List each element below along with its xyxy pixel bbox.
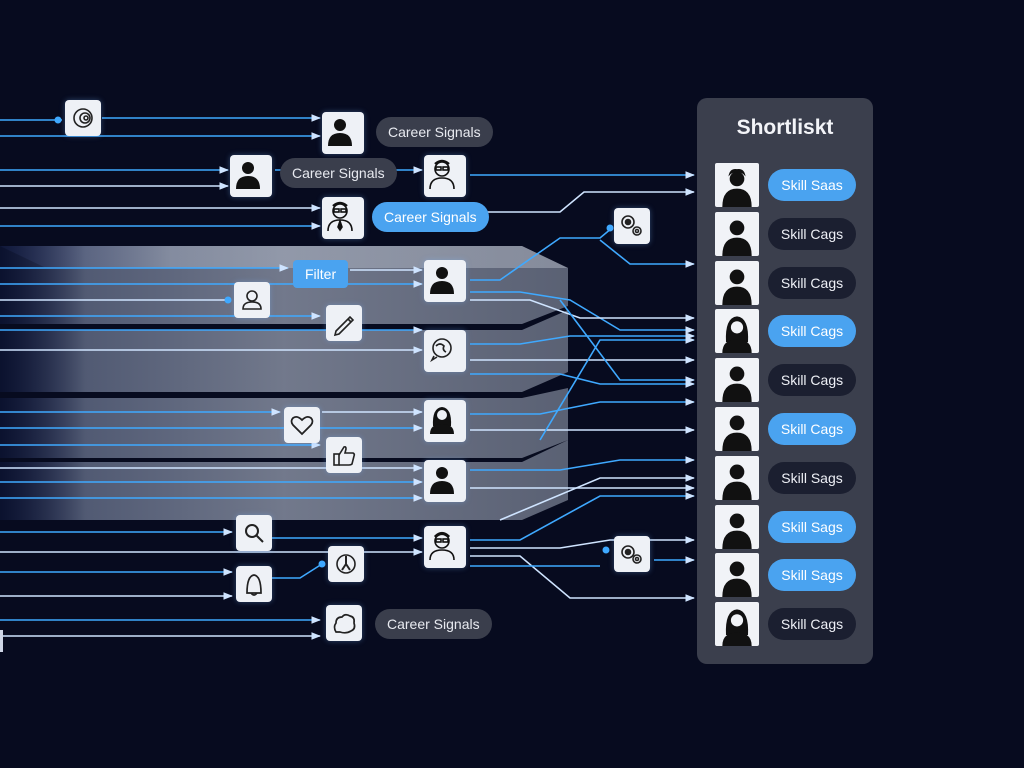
gear-settings-icon[interactable] [614,208,650,244]
man-glasses-icon[interactable] [424,155,466,197]
skill-badge[interactable]: Skill Sags [768,461,856,494]
flow-line [470,456,695,471]
person-icon[interactable] [230,155,272,197]
search-icon[interactable] [236,515,272,551]
person-long-hair-icon [715,602,759,647]
junction-dot [318,560,326,568]
person-icon [715,358,759,403]
shortlist-row[interactable]: Skill Cags [715,260,865,305]
filter-label[interactable]: Filter [293,260,349,288]
person-icon[interactable] [322,112,364,154]
flow-line [499,474,695,521]
compass-icon[interactable] [328,546,364,582]
woman-icon[interactable] [424,400,466,442]
flow-line [470,373,695,388]
thumbs-up-icon[interactable] [326,437,362,473]
skill-badge[interactable]: Skill Sags [768,510,856,543]
shortlist-row[interactable]: Skill Saas [715,163,865,207]
skill-badge[interactable]: Skill Saas [768,169,856,201]
shortlist-row[interactable]: Skill Cags [715,309,865,354]
shortlist-row[interactable]: Skill Cags [715,211,865,256]
skill-badge[interactable]: Skill Cags [768,413,856,445]
swirl-icon[interactable] [65,100,101,136]
skill-badge[interactable]: Skill Cags [768,217,856,250]
skill-badge[interactable]: Skill Cags [768,266,856,299]
skill-badge[interactable]: Skill Sags [768,559,856,592]
shortlist-title: Shortliskt [736,116,834,139]
shortlist-row[interactable]: Skill Cags [715,407,865,451]
shortlist-row[interactable]: Skill Sags [715,553,865,598]
career-signals-label: Career Signals [375,609,492,639]
flow-line [470,492,695,541]
flow-line [470,398,695,415]
person-icon [715,553,759,598]
career-signals-label: Career Signals [372,202,489,232]
person-curly-hair-icon [715,163,759,207]
shortlist-row[interactable]: Skill Sags [715,455,865,500]
skill-badge[interactable]: Skill Cags [768,315,856,348]
pencil-icon[interactable] [326,305,362,341]
flow-line [470,188,695,213]
chat-globe-icon[interactable] [424,330,466,372]
gear-settings-icon[interactable] [614,536,650,572]
heart-icon[interactable] [284,407,320,443]
person-icon [715,260,759,305]
person-long-hair-icon [715,309,759,354]
junction-dots [54,116,614,568]
flow-line [599,239,695,268]
bell-icon[interactable] [236,566,272,602]
flow-line [539,336,695,441]
shortlist-row[interactable]: Skill Cags [715,602,865,647]
flow-line [470,536,695,549]
left-edge-marker [0,630,3,652]
user-outline-icon[interactable] [234,282,270,318]
connection-lines [0,114,695,640]
slab-1-top [0,246,568,268]
flow-line [470,332,695,345]
career-signals-label: Career Signals [280,158,397,188]
junction-dot [602,546,610,554]
junction-dot [606,224,614,232]
flow-line [559,299,695,384]
shortlist-row[interactable]: Skill Cags [715,358,865,403]
man-glasses-tie-icon[interactable] [322,197,364,239]
junction-dot [224,296,232,304]
flow-line [470,291,695,334]
person-icon [715,407,759,451]
man-headset-icon[interactable] [424,526,466,568]
shortlist-row[interactable]: Skill Sags [715,504,865,549]
person-icon[interactable] [424,460,466,502]
junction-dot [54,116,62,124]
career-signals-label: Career Signals [376,117,493,147]
person-icon[interactable] [424,260,466,302]
flow-line [470,555,695,602]
person-icon [715,455,759,500]
flow-line [470,299,695,322]
flow-line [470,227,613,281]
skill-badge[interactable]: Skill Cags [768,608,856,641]
person-icon [715,504,759,549]
glass-slabs [0,246,568,520]
flow-line [272,563,323,579]
skill-badge[interactable]: Skill Cags [768,364,856,397]
speech-cloud-icon[interactable] [326,605,362,641]
person-icon [715,211,759,256]
